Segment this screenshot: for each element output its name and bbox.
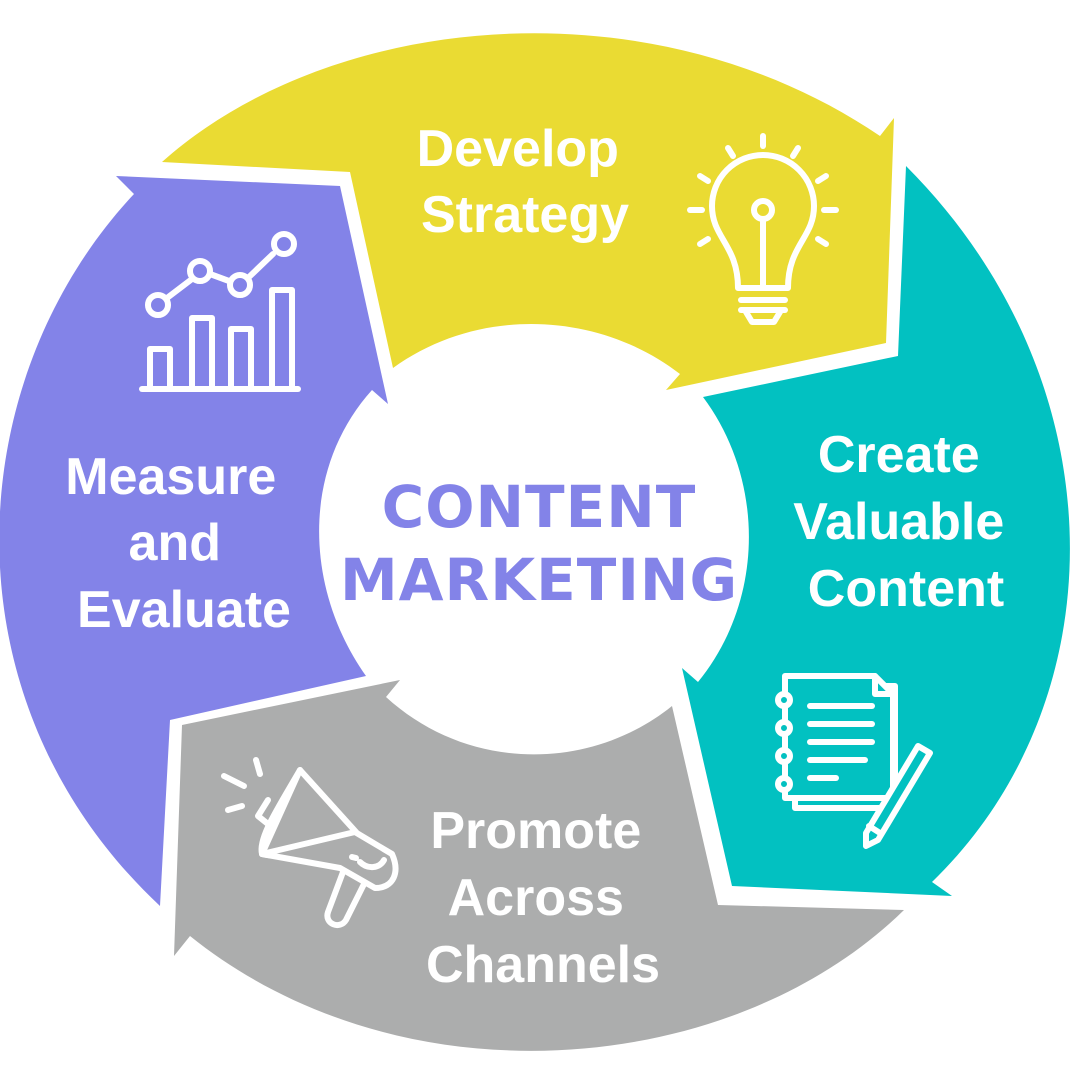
create-label: Create Valuable Content: [793, 426, 1018, 618]
promote-line-3: Channels: [426, 936, 660, 994]
develop-label: Develop Strategy: [417, 120, 634, 244]
create-line-2: Valuable: [793, 493, 1004, 551]
measure-label: Measure and Evaluate: [65, 448, 291, 639]
segment-promote-across-channels: Promote Across Channels: [174, 680, 904, 1051]
promote-label: Promote Across Channels: [426, 802, 660, 994]
develop-line-1: Develop: [417, 120, 619, 178]
create-line-3: Content: [808, 560, 1004, 618]
promote-line-1: Promote: [430, 802, 641, 860]
segment-create-shape: [682, 166, 1070, 896]
segment-create-valuable-content: Create Valuable Content: [682, 166, 1070, 896]
bar-line-chart-icon: [139, 231, 301, 392]
develop-line-2: Strategy: [421, 186, 629, 244]
notebook-pencil-icon: [775, 673, 933, 849]
center-title-line-1: CONTENT: [382, 473, 697, 541]
segment-measure-and-evaluate: Measure and Evaluate: [0, 176, 388, 906]
segment-develop-shape: [162, 33, 894, 390]
create-line-1: Create: [818, 426, 980, 484]
center-title-line-2: MARKETING: [340, 546, 738, 614]
segment-develop-strategy: Develop Strategy: [162, 33, 894, 390]
measure-line-1: Measure: [65, 448, 276, 506]
lightbulb-icon: [687, 133, 839, 325]
megaphone-icon: [221, 757, 399, 929]
center-title: CONTENT MARKETING: [340, 473, 738, 614]
promote-line-2: Across: [448, 869, 624, 927]
measure-line-2: and: [129, 514, 221, 572]
measure-line-3: Evaluate: [77, 581, 291, 639]
segment-promote-shape: [174, 680, 904, 1051]
